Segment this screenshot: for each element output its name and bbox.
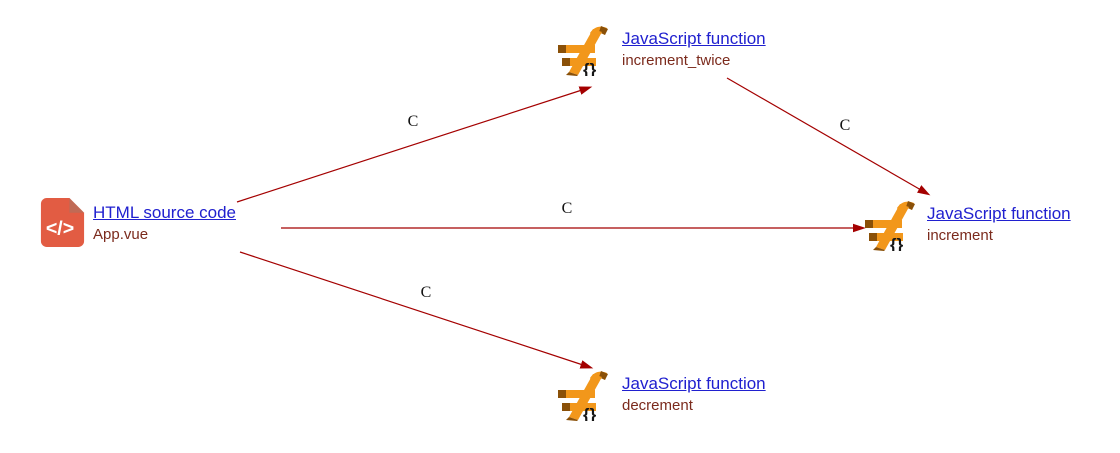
node-decrement-title-link[interactable]: JavaScript function [622,374,766,393]
html-file-icon[interactable]: </> [37,197,88,248]
call-edge-increment-twice-to-increment [726,77,931,196]
node-app-vue-subtitle: App.vue [93,226,149,243]
svg-text:{}: {} [583,405,597,421]
js-function-icon[interactable]: {} [864,199,916,251]
node-increment-subtitle: increment [927,227,993,244]
edge-label-app-vue-to-decrement: C [420,284,432,301]
call-edge-app-vue-to-decrement [239,251,594,369]
node-increment-twice-title-link[interactable]: JavaScript function [622,29,766,48]
call-edge-app-vue-to-increment-twice [236,86,593,203]
node-increment-title-link[interactable]: JavaScript function [927,204,1071,223]
js-function-icon[interactable]: {} [557,24,609,76]
js-function-icon[interactable]: {} [557,369,609,421]
node-increment-twice-subtitle: increment_twice [622,52,731,69]
edge-label-app-vue-to-increment-twice: C [407,113,419,130]
node-app-vue-title-link[interactable]: HTML source code [93,203,236,222]
node-increment: JavaScript function increment [927,204,1071,244]
svg-text:{}: {} [890,235,904,251]
svg-text:{}: {} [583,60,597,76]
edge-label-app-vue-to-increment: C [561,200,573,217]
svg-text:</>: </> [46,217,74,239]
edge-label-increment-twice-to-increment: C [839,117,851,134]
node-decrement-subtitle: decrement [622,397,693,414]
node-increment-twice: JavaScript function increment_twice [622,29,766,69]
node-decrement: JavaScript function decrement [622,374,766,414]
